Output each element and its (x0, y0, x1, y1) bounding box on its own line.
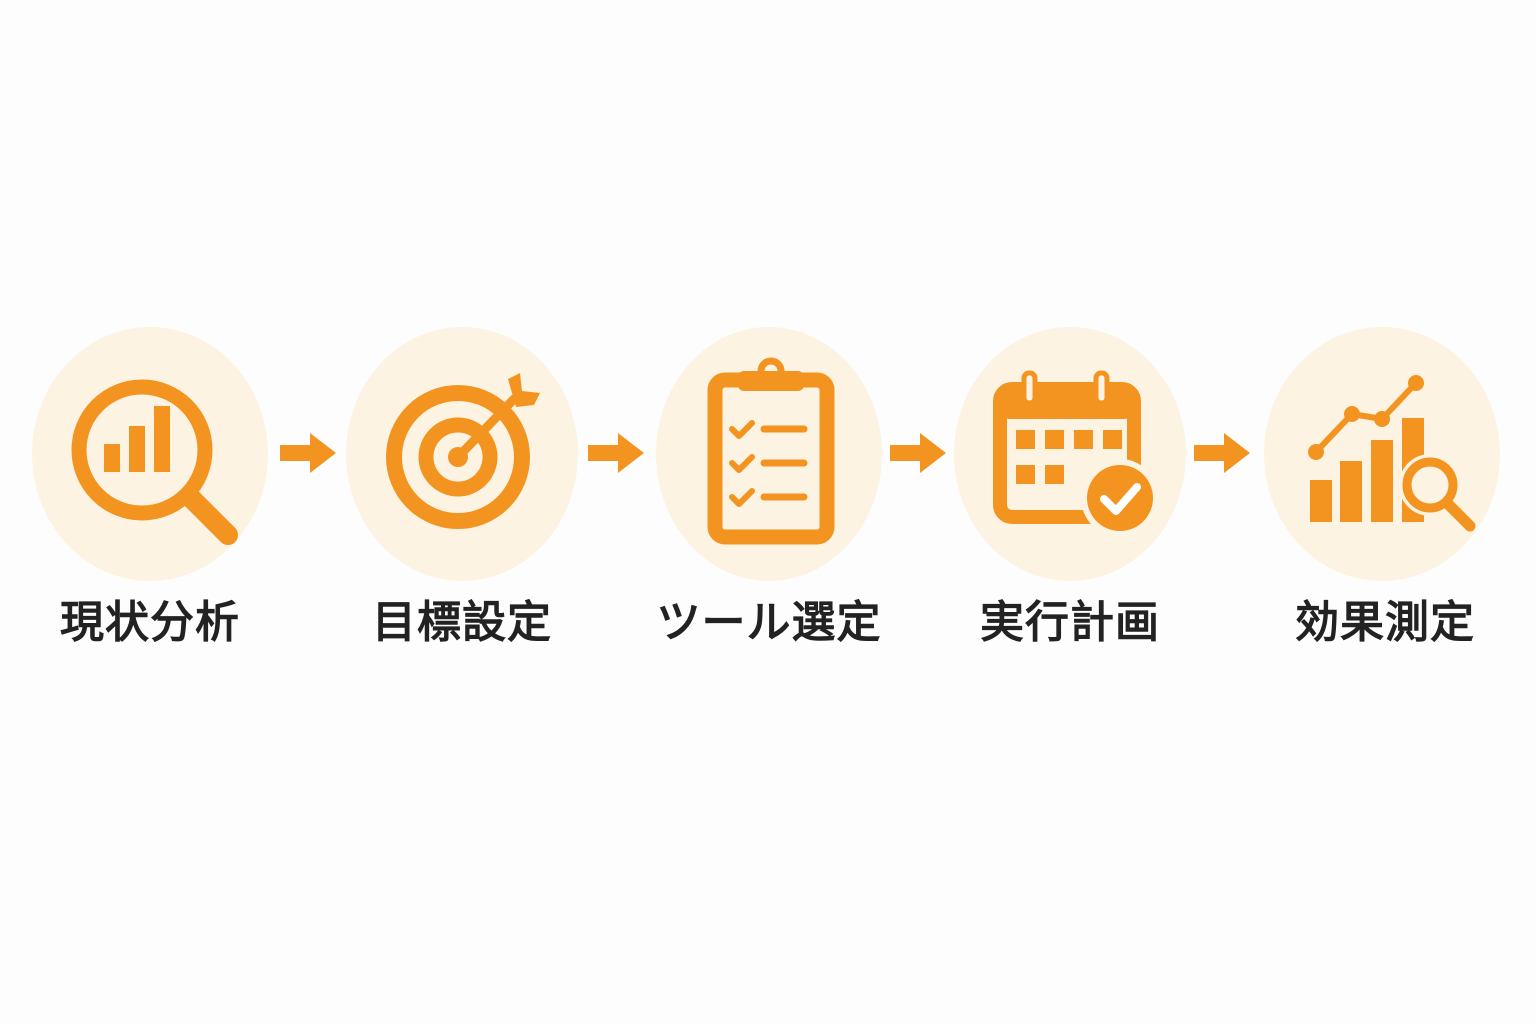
step-1-label: 現状分析 (60, 597, 240, 648)
target-arrow-icon (386, 373, 540, 529)
step-2-label: 目標設定 (372, 597, 552, 648)
step-3-circle (656, 327, 882, 581)
step-4-circle (954, 327, 1186, 581)
step-3-label: ツール選定 (656, 597, 882, 648)
growth-chart-magnifier-icon (1308, 375, 1476, 532)
step-5-label: 効果測定 (1295, 597, 1475, 648)
clipboard-checklist-icon (707, 357, 835, 545)
arrow-right-icon (278, 431, 338, 475)
arrow-right-icon (586, 431, 646, 475)
arrow-right-icon (888, 431, 948, 475)
step-2-circle (346, 327, 578, 581)
calendar-check-icon (993, 370, 1159, 537)
step-1-circle (32, 327, 268, 581)
step-4-label: 実行計画 (980, 597, 1160, 648)
step-5-circle (1264, 327, 1500, 581)
arrow-right-icon (1192, 431, 1252, 475)
magnifier-bar-chart-icon (71, 379, 238, 545)
